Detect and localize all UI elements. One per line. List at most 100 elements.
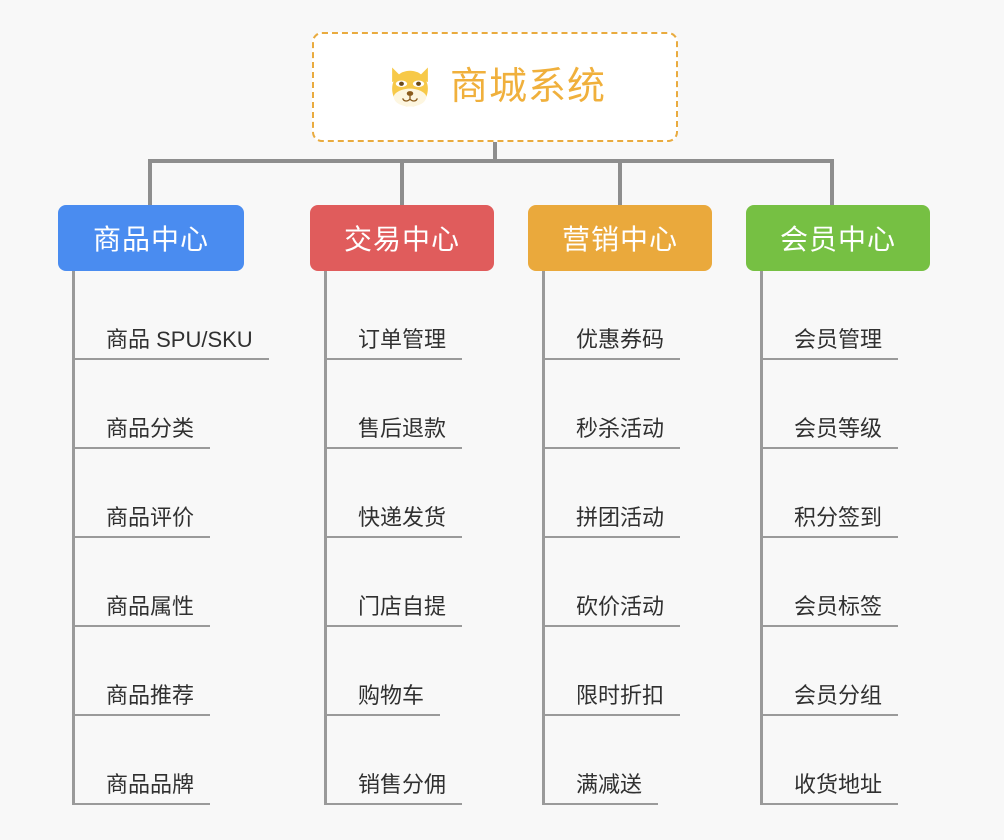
leaf-underline	[72, 714, 210, 716]
category-label: 营销中心	[561, 224, 678, 255]
leaf-underline	[72, 447, 210, 449]
connector-bar	[148, 159, 834, 163]
leaf-label: 限时折扣	[576, 683, 665, 708]
leaf-item[interactable]: 会员分组	[760, 627, 930, 716]
leaf-label: 商品分类	[106, 416, 195, 441]
shiba-dog-icon	[392, 67, 428, 107]
leaf-item[interactable]: 秒杀活动	[542, 360, 712, 449]
category-label: 交易中心	[343, 224, 460, 255]
leaf-spine	[760, 271, 763, 805]
category-label: 会员中心	[779, 224, 896, 255]
leaf-label: 会员等级	[794, 416, 883, 441]
leaf-item[interactable]: 满减送	[542, 716, 712, 805]
leaf-item[interactable]: 砍价活动	[542, 538, 712, 627]
leaf-item[interactable]: 会员标签	[760, 538, 930, 627]
leaf-item[interactable]: 商品推荐	[72, 627, 244, 716]
leaf-item[interactable]: 销售分佣	[324, 716, 494, 805]
leaf-label: 砍价活动	[576, 594, 665, 619]
leaf-underline	[760, 625, 898, 627]
leaf-underline	[542, 714, 680, 716]
leaf-underline	[542, 358, 680, 360]
leaf-underline	[760, 447, 898, 449]
leaf-label: 商品 SPU/SKU	[106, 327, 253, 352]
leaf-underline	[72, 358, 269, 360]
leaf-spine	[542, 271, 545, 805]
connector-drop-3	[618, 159, 622, 207]
branch-column-2: 交易中心 订单管理 售后退款 快递发货 门店自提 购物车	[310, 205, 494, 805]
leaf-underline	[542, 803, 658, 805]
category-box-营销中心[interactable]: 营销中心	[528, 205, 712, 271]
root-node[interactable]: 商城系统	[312, 32, 678, 142]
leaf-spine	[72, 271, 75, 805]
category-box-会员中心[interactable]: 会员中心	[746, 205, 930, 271]
leaf-label: 商品品牌	[106, 772, 195, 797]
leaf-item[interactable]: 会员管理	[760, 271, 930, 360]
leaf-item[interactable]: 商品评价	[72, 449, 244, 538]
leaf-underline	[324, 625, 462, 627]
category-box-商品中心[interactable]: 商品中心	[58, 205, 244, 271]
leaf-label: 满减送	[576, 772, 643, 797]
connector-stem	[493, 142, 497, 162]
leaf-underline	[760, 803, 898, 805]
leaf-label: 秒杀活动	[576, 416, 665, 441]
leaf-item[interactable]: 快递发货	[324, 449, 494, 538]
branch-column-1: 商品中心 商品 SPU/SKU 商品分类 商品评价 商品属性 商品推荐	[58, 205, 269, 805]
category-label: 商品中心	[92, 224, 209, 255]
leaf-label: 拼团活动	[576, 505, 665, 530]
leaf-underline	[760, 714, 898, 716]
leaf-label: 门店自提	[358, 594, 447, 619]
leaf-list-1: 商品 SPU/SKU 商品分类 商品评价 商品属性 商品推荐 商品品牌	[72, 271, 269, 805]
leaf-underline	[72, 625, 210, 627]
category-box-交易中心[interactable]: 交易中心	[310, 205, 494, 271]
leaf-item[interactable]: 积分签到	[760, 449, 930, 538]
leaf-item[interactable]: 商品 SPU/SKU	[72, 271, 269, 360]
leaf-list-3: 优惠券码 秒杀活动 拼团活动 砍价活动 限时折扣 满减送	[542, 271, 712, 805]
leaf-label: 收货地址	[794, 772, 883, 797]
leaf-underline	[324, 358, 462, 360]
leaf-label: 商品属性	[106, 594, 195, 619]
leaf-underline	[324, 803, 462, 805]
leaf-label: 销售分佣	[358, 772, 447, 797]
leaf-item[interactable]: 拼团活动	[542, 449, 712, 538]
leaf-underline	[542, 536, 680, 538]
leaf-label: 商品评价	[106, 505, 195, 530]
leaf-list-2: 订单管理 售后退款 快递发货 门店自提 购物车 销售分佣	[324, 271, 494, 805]
leaf-underline	[542, 447, 680, 449]
branch-column-3: 营销中心 优惠券码 秒杀活动 拼团活动 砍价活动 限时折扣	[528, 205, 712, 805]
leaf-label: 优惠券码	[576, 327, 665, 352]
leaf-item[interactable]: 售后退款	[324, 360, 494, 449]
leaf-label: 会员分组	[794, 683, 883, 708]
leaf-underline	[324, 447, 462, 449]
leaf-label: 快递发货	[358, 505, 447, 530]
leaf-underline	[324, 536, 462, 538]
leaf-label: 订单管理	[358, 327, 447, 352]
leaf-item[interactable]: 收货地址	[760, 716, 930, 805]
leaf-item[interactable]: 订单管理	[324, 271, 494, 360]
leaf-item[interactable]: 商品分类	[72, 360, 244, 449]
leaf-underline	[760, 358, 898, 360]
leaf-item[interactable]: 商品品牌	[72, 716, 244, 805]
root-title: 商城系统	[449, 66, 606, 108]
leaf-list-4: 会员管理 会员等级 积分签到 会员标签 会员分组 收货地址	[760, 271, 930, 805]
leaf-item[interactable]: 购物车	[324, 627, 494, 716]
leaf-label: 购物车	[358, 683, 425, 708]
leaf-label: 会员标签	[794, 594, 883, 619]
leaf-spine	[324, 271, 327, 805]
leaf-item[interactable]: 优惠券码	[542, 271, 712, 360]
connector-drop-2	[400, 159, 404, 207]
leaf-item[interactable]: 限时折扣	[542, 627, 712, 716]
leaf-underline	[760, 536, 898, 538]
leaf-underline	[324, 714, 440, 716]
leaf-label: 售后退款	[358, 416, 447, 441]
leaf-underline	[72, 803, 210, 805]
connector-drop-4	[830, 159, 834, 207]
branch-column-4: 会员中心 会员管理 会员等级 积分签到 会员标签 会员分组	[746, 205, 930, 805]
leaf-item[interactable]: 商品属性	[72, 538, 244, 627]
leaf-underline	[72, 536, 210, 538]
leaf-item[interactable]: 会员等级	[760, 360, 930, 449]
leaf-label: 积分签到	[794, 505, 883, 530]
connector-drop-1	[148, 159, 152, 207]
leaf-item[interactable]: 门店自提	[324, 538, 494, 627]
leaf-label: 商品推荐	[106, 683, 195, 708]
